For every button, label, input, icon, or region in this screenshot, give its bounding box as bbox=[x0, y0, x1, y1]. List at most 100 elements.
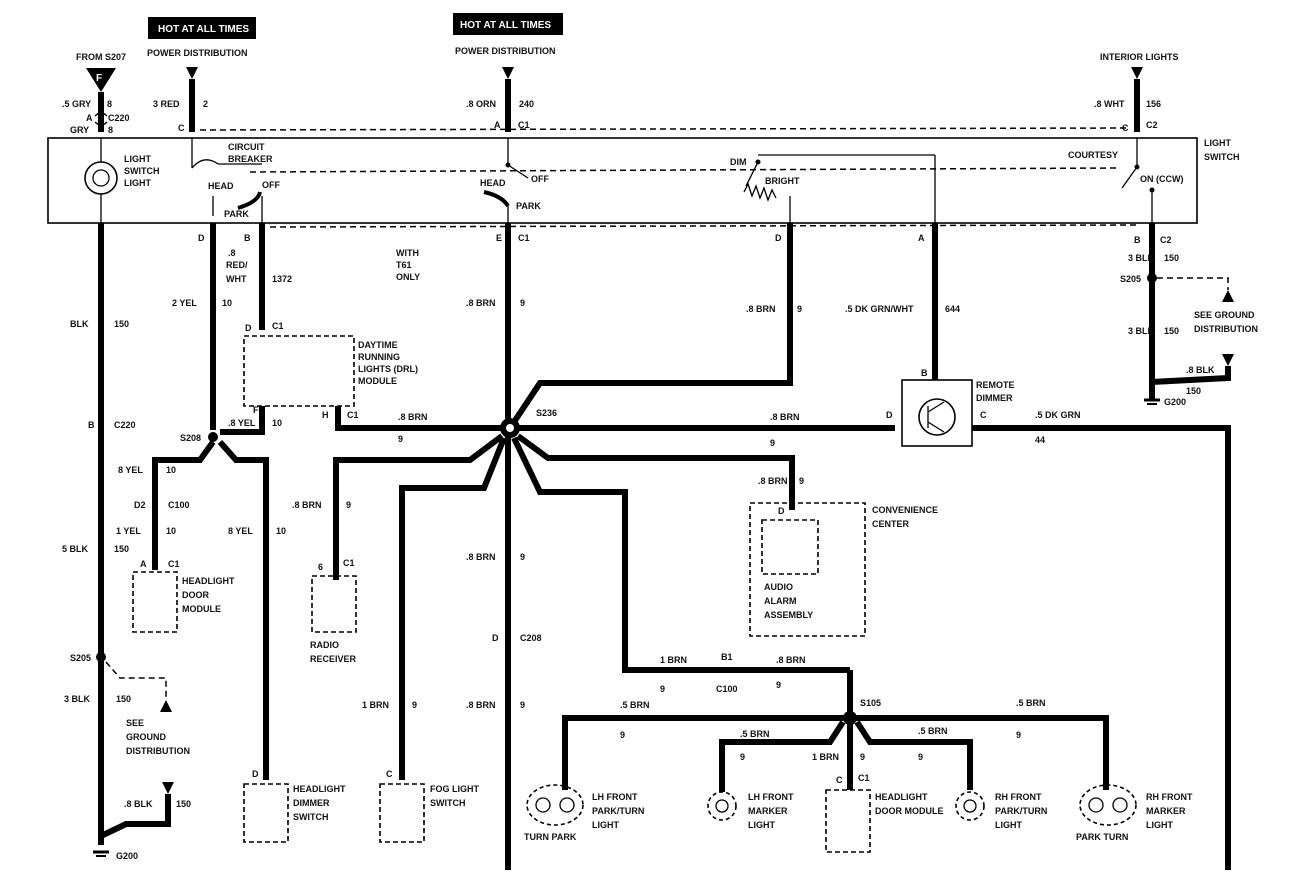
pin-label: D2 bbox=[134, 500, 146, 510]
wire-number: 10 bbox=[276, 526, 286, 536]
rheostat-wiper bbox=[745, 161, 759, 187]
wire-blk-150-left-ground bbox=[98, 794, 171, 845]
wire-label: .8 bbox=[228, 248, 236, 258]
wire-number: 9 bbox=[797, 304, 802, 314]
splice-label: S208 bbox=[180, 433, 201, 443]
wire-number: 150 bbox=[114, 319, 129, 329]
wire-label: .5 BRN bbox=[740, 729, 770, 739]
pin-label: D bbox=[245, 323, 252, 333]
headlight-door-module-label: HEADLIGHT bbox=[182, 576, 235, 586]
rh-park-turn-label: PARK/TURN bbox=[995, 806, 1047, 816]
wire-label: .8 BRN bbox=[292, 500, 322, 510]
connector-label: C2 bbox=[1160, 235, 1172, 245]
wire-label: .8 BRN bbox=[466, 552, 496, 562]
headlight-door-module-bottom-box bbox=[825, 789, 871, 853]
off-label: OFF bbox=[262, 180, 280, 190]
pin-label: D bbox=[886, 410, 893, 420]
connector-label: C2 bbox=[1146, 120, 1158, 130]
splice-label: S105 bbox=[860, 698, 881, 708]
headlight-dimmer-switch-label: HEADLIGHT bbox=[293, 784, 346, 794]
wire-number: 9 bbox=[660, 684, 665, 694]
wire-dk-grn-44 bbox=[972, 425, 1231, 870]
headlight-door-module-box bbox=[132, 571, 178, 633]
see-ground-label: DISTRIBUTION bbox=[1194, 324, 1258, 334]
wire-label: .8 YEL bbox=[228, 418, 256, 428]
connector-label: C1 bbox=[343, 558, 355, 568]
wire-brn-9-d bbox=[507, 223, 793, 430]
lamp-filament bbox=[92, 169, 110, 187]
pin-label: B bbox=[1134, 235, 1141, 245]
rh-marker-label: LIGHT bbox=[1146, 820, 1173, 830]
f-letter: F bbox=[96, 73, 102, 84]
pin-label: A bbox=[918, 233, 925, 243]
headlight-door-module-label: MODULE bbox=[182, 604, 221, 614]
pin-label: 6 bbox=[318, 562, 323, 572]
radio-receiver-label: RECEIVER bbox=[310, 654, 357, 664]
switch-wire bbox=[1121, 166, 1138, 189]
arrow-down-icon bbox=[502, 67, 514, 79]
drl-label: MODULE bbox=[358, 376, 397, 386]
wire-label: .8 BRN bbox=[770, 412, 800, 422]
wire-label: .8 WHT bbox=[1094, 99, 1125, 109]
wire-number: 8 bbox=[107, 99, 112, 109]
wire-yel-door-module bbox=[152, 440, 216, 570]
pin-label: D bbox=[492, 633, 499, 643]
hot-at-all-times-tag-1 bbox=[148, 17, 256, 39]
circuit-breaker-label: CIRCUIT bbox=[228, 142, 265, 152]
mechanical-link bbox=[249, 167, 1121, 173]
connector-label: C1 bbox=[858, 773, 870, 783]
wire-label: 3 RED bbox=[153, 99, 180, 109]
wire-number: 9 bbox=[740, 752, 745, 762]
connector-label: C1 bbox=[347, 410, 359, 420]
wire-label: .8 ORN bbox=[466, 99, 496, 109]
ground-dash-wire bbox=[1157, 277, 1229, 290]
pin-label: A bbox=[494, 120, 501, 130]
hot-at-all-times-tag-2 bbox=[453, 13, 563, 35]
park-label: PARK bbox=[224, 209, 249, 219]
wire-lh-park-turn bbox=[562, 715, 850, 790]
wire-label: .5 BRN bbox=[1016, 698, 1046, 708]
lh-park-turn-sub-label: TURN PARK bbox=[524, 832, 577, 842]
interior-lights-label: INTERIOR LIGHTS bbox=[1100, 52, 1179, 62]
wire-label: 3 BLK bbox=[1128, 253, 1155, 263]
light-switch-box bbox=[47, 137, 1198, 224]
f-flag-icon bbox=[86, 68, 116, 92]
splice-label: S205 bbox=[1120, 274, 1141, 284]
fog-light-switch-box bbox=[379, 783, 425, 843]
wire-label: 3 BLK bbox=[1128, 326, 1155, 336]
note-label: ONLY bbox=[396, 272, 420, 282]
headlight-dimmer-switch-label: DIMMER bbox=[293, 798, 330, 808]
bulb-icon bbox=[963, 799, 977, 813]
wire-number: 240 bbox=[519, 99, 534, 109]
audio-alarm-assembly-box bbox=[761, 519, 819, 575]
wire-number: 9 bbox=[412, 700, 417, 710]
wire-number: 9 bbox=[520, 298, 525, 308]
arrow-down-icon bbox=[1131, 67, 1143, 79]
wire-number: 9 bbox=[620, 730, 625, 740]
pin-label: A bbox=[140, 559, 147, 569]
lamp-label: LIGHT bbox=[124, 178, 151, 188]
convenience-center-box bbox=[749, 502, 866, 637]
mechanical-link bbox=[199, 127, 1131, 131]
lh-park-turn-label: LIGHT bbox=[592, 820, 619, 830]
wire-label: .8 BRN bbox=[758, 476, 788, 486]
wire-label: 3 BLK bbox=[64, 694, 91, 704]
rh-marker-label: MARKER bbox=[1146, 806, 1186, 816]
wire-number: 150 bbox=[1186, 386, 1201, 396]
arrow-down-icon bbox=[1222, 354, 1234, 366]
wire-number: 156 bbox=[1146, 99, 1161, 109]
transistor-icon bbox=[927, 401, 945, 413]
s205-left-splice-dot bbox=[96, 652, 106, 662]
ground-dash-wire bbox=[105, 661, 167, 700]
lamp-label: SWITCH bbox=[124, 166, 160, 176]
radio-receiver-box bbox=[311, 575, 357, 633]
lh-front-park-turn-lamp-icon bbox=[526, 784, 584, 826]
lamp-label: LIGHT bbox=[124, 154, 151, 164]
pin-label: D bbox=[198, 233, 205, 243]
wire-label: 8 YEL bbox=[118, 465, 143, 475]
headlight-dimmer-switch-label: SWITCH bbox=[293, 812, 329, 822]
wire-label: 8 YEL bbox=[228, 526, 253, 536]
bulb-icon bbox=[1088, 797, 1104, 813]
pin-label: C bbox=[980, 410, 987, 420]
